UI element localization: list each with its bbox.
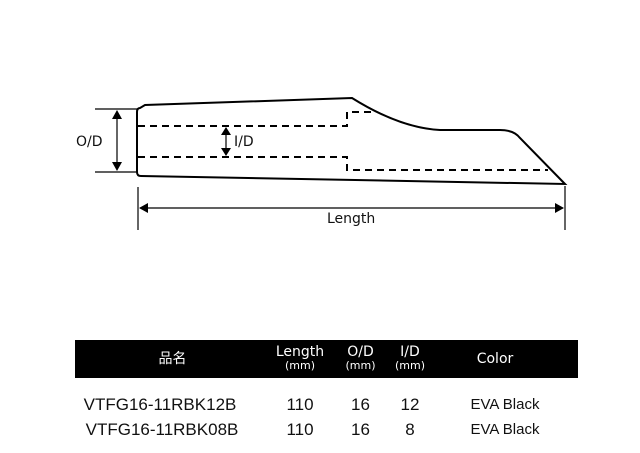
table-row: VTFG16-11RBK08B 110 16 8 EVA Black [75,417,578,442]
header-name: 品名 [158,351,187,367]
cell-od: 16 [351,419,370,439]
table-header: 品名 Length (mm) O/D (mm) I/D (mm) Color [75,340,578,378]
id-label: I/D [234,134,254,150]
grip-dimension-diagram: O/D I/D Length [76,96,568,230]
cell-name: VTFG16-11RBK12B [83,394,237,414]
header-od: O/D (mm) [345,344,376,372]
header-id: I/D (mm) [394,344,425,372]
od-label: O/D [76,134,103,150]
cell-color: EVA Black [470,396,540,413]
length-label: Length [327,211,376,227]
header-length: Length (mm) [275,344,325,372]
cell-id: 8 [405,419,415,439]
cell-length: 110 [286,419,314,439]
cell-color: EVA Black [470,421,540,438]
cell-od: 16 [351,394,370,414]
table-row: VTFG16-11RBK12B 110 16 12 EVA Black [75,392,578,417]
cell-name: VTFG16-11RBK08B [85,419,239,439]
grip-outline-drawing [95,96,568,230]
cell-id: 12 [400,394,420,414]
cell-length: 110 [286,394,314,414]
header-color: Color [476,351,514,367]
spec-table: 品名 Length (mm) O/D (mm) I/D (mm) Color V… [75,340,578,442]
